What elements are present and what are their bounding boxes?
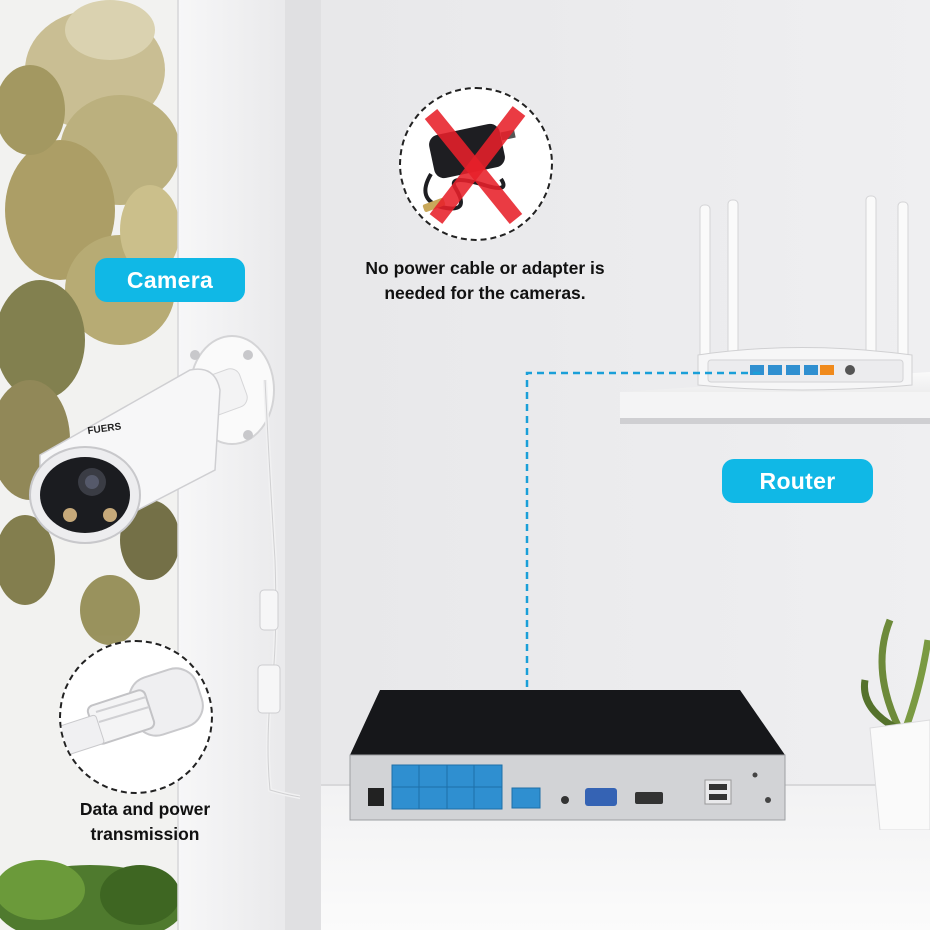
data-power-note: Data and power transmission [40, 797, 250, 847]
data-power-note-line1: Data and power [79, 799, 211, 819]
data-power-badge [59, 640, 213, 794]
no-adapter-note: No power cable or adapter is needed for … [320, 256, 650, 306]
nvr-recorder-image [349, 690, 786, 821]
no-adapter-note-line2: needed for the cameras. [384, 283, 586, 303]
data-power-note-line2: transmission [90, 824, 200, 844]
router-image [697, 195, 913, 391]
no-adapter-note-line1: No power cable or adapter is [365, 258, 605, 278]
bottom-left-plant [0, 860, 185, 930]
foliage [0, 0, 180, 645]
poe-ports [391, 764, 503, 810]
plant-icon [860, 618, 930, 830]
cross-icon [424, 106, 526, 225]
router-label: Router [722, 459, 873, 503]
camera-brand-text: FUERS [87, 421, 122, 437]
no-adapter-badge [399, 87, 553, 241]
camera-label: Camera [95, 258, 245, 302]
rj45-connector-icon [61, 667, 204, 756]
camera-image: FUERS [29, 335, 300, 800]
